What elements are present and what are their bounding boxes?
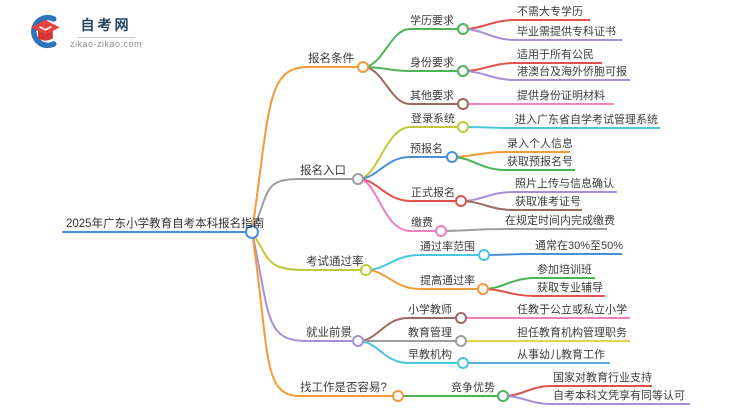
logo-divider (77, 36, 136, 38)
node-pass-rate-range[interactable]: 通过率范围 (420, 241, 475, 253)
leaf-get-prereg-number[interactable]: 获取预报名号 (507, 156, 573, 168)
edge-early-education (357, 340, 458, 364)
node-registration-entrance[interactable]: 报名入口 (300, 165, 346, 177)
node-handle-pre-registration[interactable] (446, 151, 458, 163)
node-improve-pass-rate[interactable]: 提高通过率 (420, 275, 475, 287)
edge-pre-registration (357, 156, 447, 180)
edge-rate-30-50 (483, 253, 622, 256)
leaf-admission-ticket[interactable]: 获取准考证号 (515, 196, 581, 208)
node-formal-registration[interactable]: 正式报名 (411, 187, 455, 199)
leaf-teach-primary-school[interactable]: 任教于公立或私立小学 (517, 304, 627, 316)
edge-job-difficulty (251, 231, 393, 397)
edge-registration-requirements (251, 66, 358, 233)
node-identity-requirement[interactable]: 身份要求 (410, 57, 454, 69)
leaf-diploma-certificate[interactable]: 毕业需提供专科证书 (517, 26, 616, 38)
node-registration-requirements[interactable]: 报名条件 (308, 53, 354, 65)
leaf-professional-tutoring[interactable]: 获取专业辅导 (537, 282, 603, 294)
node-handle-formal-registration[interactable] (455, 195, 467, 207)
leaf-rate-30-50[interactable]: 通常在30%至50% (535, 240, 624, 252)
leaf-photo-upload[interactable]: 照片上传与信息确认 (515, 178, 614, 190)
node-handle-employment-prospects[interactable] (352, 335, 364, 347)
node-pre-registration[interactable]: 预报名 (410, 143, 443, 155)
leaf-training-class[interactable]: 参加培训班 (537, 264, 592, 276)
node-handle-improve-pass-rate[interactable] (477, 283, 489, 295)
node-pass-rate[interactable]: 考试通过率 (306, 256, 364, 268)
logo-domain: zikao-zikao.com (70, 38, 143, 49)
node-handle-education-requirement[interactable] (457, 23, 469, 35)
edge-pay-on-time (440, 228, 607, 232)
edge-other-requirements (362, 66, 458, 105)
edge-improve-pass-rate (365, 269, 478, 290)
leaf-enter-personal-info[interactable]: 录入个人信息 (507, 138, 573, 150)
node-payment[interactable]: 缴费 (411, 217, 433, 229)
node-education-management[interactable]: 教育管理 (408, 327, 452, 339)
edge-payment (357, 178, 436, 232)
leaf-hk-macao-taiwan[interactable]: 港澳台及海外侨胞可报 (517, 66, 627, 78)
edge-employment-prospects (251, 231, 353, 342)
node-handle-pass-rate[interactable] (360, 264, 372, 276)
node-root-title[interactable]: 2025年广东小学教育自考本科报名指南 (66, 218, 265, 230)
node-handle-registration-requirements[interactable] (357, 61, 369, 73)
node-primary-teacher[interactable]: 小学教师 (408, 304, 452, 316)
edge-pass-rate-range (365, 254, 479, 271)
leaf-equal-recognition[interactable]: 自考本科文凭享有同等认可 (553, 390, 685, 402)
edge-login-system (357, 126, 458, 180)
logo-title: 自考网 (80, 16, 132, 33)
node-handle-pass-rate-range[interactable] (478, 249, 490, 261)
node-other-requirements[interactable]: 其他要求 (410, 90, 454, 102)
node-handle-job-difficulty[interactable] (392, 390, 404, 402)
node-handle-education-management[interactable] (455, 335, 467, 347)
node-handle-competitive-advantage[interactable] (497, 390, 509, 402)
node-handle-other-requirements[interactable] (457, 98, 469, 110)
graduation-cap-icon (31, 14, 60, 49)
edge-registration-entrance (251, 178, 353, 233)
node-handle-early-education[interactable] (457, 357, 469, 369)
leaf-identity-materials[interactable]: 提供身份证明材料 (517, 90, 605, 102)
node-competitive-advantage[interactable]: 竞争优势 (451, 382, 495, 394)
leaf-no-college-degree[interactable]: 不需大专学历 (517, 6, 583, 18)
leaf-pay-on-time[interactable]: 在规定时间内完成缴费 (505, 215, 615, 227)
node-job-difficulty[interactable]: 找工作是否容易? (300, 382, 387, 394)
leaf-national-support[interactable]: 国家对教育行业支持 (553, 372, 652, 384)
edge-education-requirement (362, 28, 458, 68)
node-education-requirement[interactable]: 学历要求 (410, 15, 454, 27)
node-login-system[interactable]: 登录系统 (411, 113, 455, 125)
node-employment-prospects[interactable]: 就业前景 (306, 327, 352, 339)
leaf-management-position[interactable]: 担任教育机构管理职务 (517, 327, 627, 339)
leaf-preschool-work[interactable]: 从事幼儿教育工作 (517, 349, 605, 361)
leaf-gd-exam-system[interactable]: 进入广东省自学考试管理系统 (515, 114, 658, 126)
edge-pass-rate (251, 231, 361, 271)
node-handle-primary-teacher[interactable] (455, 312, 467, 324)
node-handle-login-system[interactable] (457, 121, 469, 133)
node-handle-registration-entrance[interactable] (352, 173, 364, 185)
node-handle-root[interactable] (245, 225, 259, 239)
node-handle-identity-requirement[interactable] (457, 65, 469, 77)
edge-gd-exam-system (462, 126, 660, 129)
node-early-education[interactable]: 早教机构 (408, 349, 452, 361)
node-handle-payment[interactable] (435, 225, 447, 237)
leaf-all-citizens[interactable]: 适用于所有公民 (517, 49, 594, 61)
site-logo[interactable]: 自考网 zikao-zikao.com (26, 13, 142, 50)
